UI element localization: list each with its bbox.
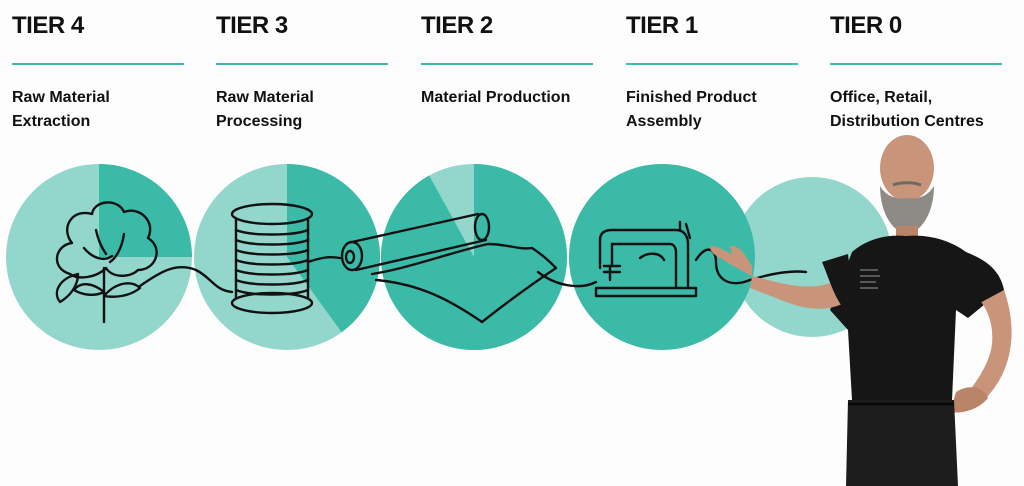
sewing-machine-icon [594,220,698,298]
tier-3-divider [216,63,388,65]
thread-spool-icon [230,202,314,315]
tier-2-progress-wedge [380,164,567,350]
tier-0-description: Office, Retail, Distribution Centres [830,89,984,130]
line-drawings [55,201,808,324]
tier-4-title: TIER 4 [12,12,84,39]
cotton-plant-icon [55,201,158,324]
tier-2-description: Material Production [421,89,571,106]
shirt-print [860,269,880,289]
tier-4-description: Raw Material Extraction [12,89,110,130]
tier-1-title: TIER 1 [626,12,698,39]
tier-3-title: TIER 3 [216,12,288,39]
tier-3-description: Raw Material Processing [216,89,314,130]
tier-0-title: TIER 0 [830,12,902,39]
presenter-person [710,135,1012,486]
thread-line-1 [138,265,234,294]
thread-line-2 [306,256,342,264]
tier-2-divider [421,63,593,65]
thread-line-3 [536,270,598,288]
thread-line-4 [694,248,808,285]
tier-4-divider [12,63,184,65]
tier-1-divider [626,63,798,65]
tier-2-title: TIER 2 [421,12,493,39]
tier-3-progress-wedge [287,163,381,333]
tier-0-divider [830,63,1002,65]
tier-1-description: Finished Product Assembly [626,89,757,130]
fabric-roll-icon [340,212,558,324]
tier-4-progress-wedge [99,164,192,257]
